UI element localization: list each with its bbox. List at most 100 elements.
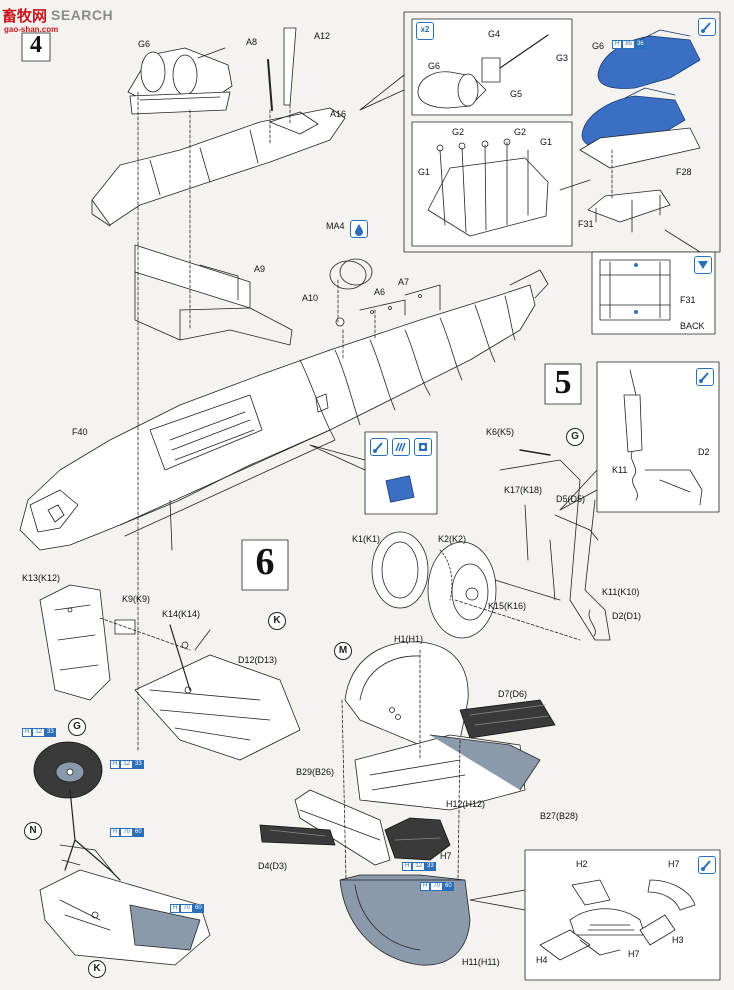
guide-lines bbox=[137, 91, 613, 881]
part-label-f40: F40 bbox=[72, 427, 88, 437]
part-label-d5: D5(D5) bbox=[556, 494, 586, 504]
part-label-h7: H7 bbox=[668, 859, 680, 869]
part-label-a7: A7 bbox=[398, 277, 410, 287]
cockpit-tub-h12 bbox=[354, 734, 541, 811]
logo-url: gao-shan.com bbox=[4, 25, 59, 34]
gear-strut-detail-drawing bbox=[623, 369, 703, 506]
part-label-k1: K1(K1) bbox=[352, 534, 381, 544]
part-label-f31: F31 bbox=[680, 295, 696, 305]
step-6-box bbox=[241, 539, 289, 591]
part-label-h7: H7 bbox=[440, 851, 452, 861]
part-label-g3: G3 bbox=[556, 53, 569, 63]
seat-cushion-d7 bbox=[459, 699, 556, 739]
mount-rack-f31 bbox=[559, 179, 671, 233]
wheel-well-k bbox=[39, 869, 211, 966]
part-label-b27: B27(B28) bbox=[540, 811, 579, 821]
badge-k-cockpit: K bbox=[268, 612, 286, 630]
part-label-g2: G2 bbox=[514, 127, 527, 137]
control-stick-k14 bbox=[99, 617, 191, 691]
canopy-frame-a9 bbox=[134, 244, 293, 346]
upper-fuselage-deck bbox=[91, 107, 346, 227]
part-label-h12: H12(H12) bbox=[446, 799, 486, 809]
paint-brush-icon bbox=[698, 856, 716, 874]
wheel-g-grey bbox=[33, 741, 103, 799]
part-label-k9: K9(K9) bbox=[122, 594, 151, 604]
drop-tank-pair bbox=[127, 47, 233, 115]
paint-brush-icon bbox=[698, 18, 716, 36]
part-label-f28: F28 bbox=[676, 167, 692, 177]
part-label-h11: H11(H11) bbox=[462, 957, 500, 967]
step-4-number: 4 bbox=[30, 32, 42, 58]
seat-pad-d4 bbox=[259, 824, 336, 846]
main-fuselage-f40 bbox=[19, 269, 549, 551]
part-label-h1: H1(H1) bbox=[394, 634, 424, 644]
part-label-d2: D2 bbox=[698, 447, 710, 457]
blue-drop-tank-pair bbox=[579, 29, 701, 169]
repeat-count-icon: x2 bbox=[416, 22, 434, 40]
seat-detail-drawing bbox=[539, 879, 696, 961]
cockpit-floor-d12 bbox=[134, 629, 301, 761]
part-label-g1: G1 bbox=[540, 137, 553, 147]
part-label-g1: G1 bbox=[418, 167, 431, 177]
armor-bulkhead-h1 bbox=[344, 641, 469, 746]
part-label-a10: A10 bbox=[302, 293, 319, 303]
paint-brush-icon bbox=[696, 368, 714, 386]
part-label-g6: G6 bbox=[592, 41, 605, 51]
detail-frame-outer bbox=[403, 11, 721, 253]
part-label-d2-d1: D2(D1) bbox=[612, 611, 642, 621]
upper-parts-a8-a12 bbox=[267, 27, 297, 111]
site-logo: 畜牧网 SEARCH bbox=[2, 3, 113, 27]
gear-leg-n bbox=[59, 789, 121, 881]
decal-callout-pointer bbox=[309, 444, 366, 471]
part-label-g2: G2 bbox=[452, 127, 465, 137]
main-wheel bbox=[371, 531, 497, 639]
badge-k-well: K bbox=[88, 960, 106, 978]
part-label-h3: H3 bbox=[672, 935, 684, 945]
logo-chinese: 畜牧网 bbox=[2, 6, 48, 25]
part-label-g6: G6 bbox=[428, 61, 441, 71]
step-5-box bbox=[544, 363, 582, 405]
gear-leg-assembly bbox=[494, 449, 611, 641]
badge-m: M bbox=[334, 642, 352, 660]
part-label-a6: A6 bbox=[374, 287, 386, 297]
part-label-h7: H7 bbox=[628, 949, 640, 959]
part-label-d4: D4(D3) bbox=[258, 861, 288, 871]
part-label-ma4: MA4 bbox=[326, 221, 345, 231]
repeat-count-label: x2 bbox=[420, 25, 430, 34]
part-label-a12: A12 bbox=[314, 31, 331, 41]
step-5-number: 5 bbox=[554, 364, 572, 401]
side-rail-b29 bbox=[294, 789, 391, 866]
mount-detail-drawing bbox=[427, 138, 549, 237]
tank-detail-drawing bbox=[417, 34, 549, 109]
badge-g-wheel: G bbox=[68, 718, 86, 736]
seat-callout-pointer bbox=[469, 889, 526, 911]
step-6-number: 6 bbox=[255, 541, 275, 583]
part-label-a8: A8 bbox=[246, 37, 258, 47]
part-label-g4: G4 bbox=[488, 29, 501, 39]
part-label-g6: G6 bbox=[138, 39, 151, 49]
part-label-k11-k10: K11(K10) bbox=[602, 587, 640, 597]
part-label-h4: H4 bbox=[536, 955, 548, 965]
badge-g-step5: G bbox=[566, 428, 584, 446]
part-label-a16: A16 bbox=[330, 109, 347, 119]
decal-icon bbox=[392, 438, 410, 456]
paint-mask-icon bbox=[414, 438, 432, 456]
part-label-k13: K13(K12) bbox=[22, 573, 61, 583]
part-label-h2: H2 bbox=[576, 859, 588, 869]
part-label-k6: K6(K5) bbox=[486, 427, 515, 437]
part-label-a9: A9 bbox=[254, 264, 266, 274]
part-label-k15: K15(K16) bbox=[488, 601, 527, 611]
cockpit-sidewall bbox=[39, 584, 111, 701]
part-label-b29: B29(B26) bbox=[296, 767, 335, 777]
step-4-box bbox=[21, 32, 51, 62]
part-label-g5: G5 bbox=[510, 89, 523, 99]
seat-h7 bbox=[384, 817, 451, 861]
logo-english: SEARCH bbox=[51, 7, 114, 23]
flip-view-icon bbox=[694, 256, 712, 274]
